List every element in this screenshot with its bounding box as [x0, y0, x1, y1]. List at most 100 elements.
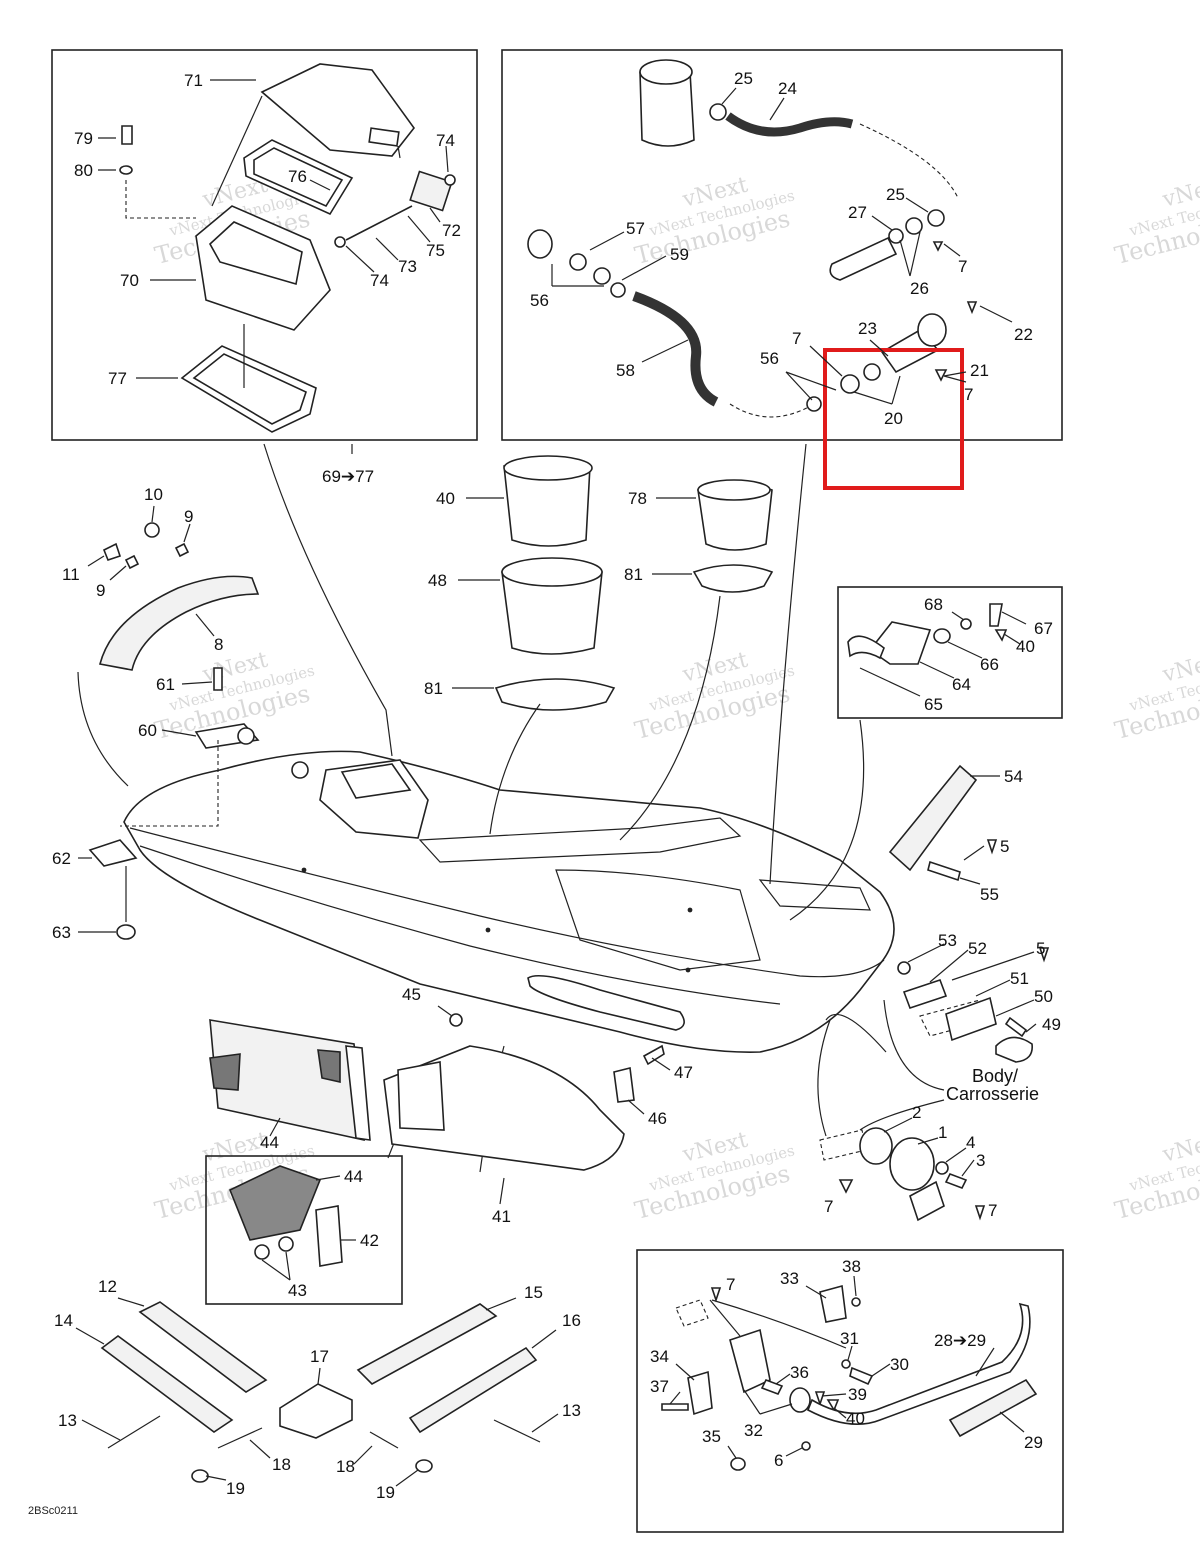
tow-bar-group: [661, 1275, 1038, 1471]
body-note-line2: Carrosserie: [946, 1084, 1039, 1104]
callout-7d: 7: [824, 1197, 833, 1216]
rivet-18b: [369, 1431, 399, 1449]
callout-58: 58: [616, 361, 635, 380]
screw-47: [642, 1044, 665, 1066]
cup-40-rim: [503, 455, 593, 481]
sealant-drop: [974, 1205, 986, 1221]
mount-point: [687, 907, 693, 913]
nut-35: [730, 1457, 746, 1471]
callout-4: 4: [966, 1133, 975, 1152]
screw-55: [927, 860, 961, 882]
callout-5: 5: [1000, 837, 1009, 856]
callout-23: 23: [858, 319, 877, 338]
screw-9a: [174, 542, 190, 558]
gasket-81b: [692, 564, 774, 593]
callout-32: 32: [744, 1421, 763, 1440]
callout-60: 60: [138, 721, 157, 740]
bin-opening: [208, 221, 303, 286]
callout-10: 10: [144, 485, 163, 504]
bracket-42-group: [228, 1165, 356, 1281]
callout-1: 1: [938, 1123, 947, 1142]
clamp-59: [610, 282, 626, 298]
drain-cap: [909, 1180, 945, 1222]
callout-33: 33: [780, 1269, 799, 1288]
cap-19a: [191, 1469, 209, 1483]
sealant-drop: [934, 369, 948, 382]
nut-26: [905, 217, 923, 235]
u-bolt-49: [995, 1036, 1033, 1063]
clip-53: [897, 961, 911, 975]
leaders-inset-2: [551, 87, 1013, 405]
callout-62: 62: [52, 849, 71, 868]
callout-9: 9: [184, 507, 193, 526]
plate-62: [88, 839, 138, 867]
clip-60: [237, 727, 255, 745]
callout-74b: 74: [370, 271, 389, 290]
washer-20: [863, 363, 881, 381]
plate-64: [868, 621, 932, 665]
hull-outline: [123, 750, 895, 1053]
dashed-guide: [125, 180, 196, 219]
bushing-32: [789, 1387, 811, 1413]
screw-3: [944, 1172, 968, 1190]
callout-25b: 25: [886, 185, 905, 204]
callout-7e: 7: [988, 1201, 997, 1220]
callout-61: 61: [156, 675, 175, 694]
rail-14: [100, 1335, 234, 1433]
rivet-18a: [217, 1427, 263, 1449]
panel-41-flange: [397, 1061, 445, 1131]
body-note-line1: Body/: [972, 1066, 1018, 1086]
callout-50: 50: [1034, 987, 1053, 1006]
callout-65: 65: [924, 695, 943, 714]
callout-80: 80: [74, 161, 93, 180]
rail-12: [138, 1301, 268, 1393]
clamp-25: [709, 103, 727, 121]
panel-41: [383, 1045, 625, 1171]
callout-19b: 19: [376, 1483, 395, 1502]
callout-12: 12: [98, 1277, 117, 1296]
screw-39: [814, 1391, 826, 1407]
callout-43: 43: [288, 1281, 307, 1300]
screw-67: [989, 603, 1003, 627]
callout-49: 49: [1042, 1015, 1061, 1034]
callout-42: 42: [360, 1231, 379, 1250]
callout-16: 16: [562, 1311, 581, 1330]
callout-29: 29: [1024, 1433, 1043, 1452]
plate-33: [819, 1284, 847, 1323]
bolt-49: [1004, 1016, 1028, 1038]
callout-45: 45: [402, 985, 421, 1004]
bushing-66: [933, 628, 951, 644]
callout-66: 66: [980, 655, 999, 674]
clip-45: [449, 1013, 463, 1027]
cover-latch: [368, 127, 400, 147]
callout-39: 39: [848, 1385, 867, 1404]
nut-40: [826, 1399, 840, 1412]
gasket-2: [859, 1127, 893, 1165]
callout-7c: 7: [964, 385, 973, 404]
callout-81: 81: [624, 565, 643, 584]
callout-69-77: 69➔77: [322, 467, 374, 486]
screw-38: [851, 1297, 861, 1307]
callout-labels: 71 79 80 74 76 72 75 73 74 70 77 69➔77 2…: [28, 69, 1061, 1517]
callout-56b: 56: [760, 349, 779, 368]
callout-3: 3: [976, 1151, 985, 1170]
callout-78: 78: [628, 489, 647, 508]
callout-48: 48: [428, 571, 447, 590]
seat-top: [340, 763, 412, 799]
screw-43a: [254, 1244, 270, 1260]
washer-6: [801, 1441, 811, 1451]
highlight-box: [823, 348, 964, 490]
callout-13b: 13: [562, 1401, 581, 1420]
callout-13: 13: [58, 1411, 77, 1430]
callout-59: 59: [670, 245, 689, 264]
callout-68: 68: [924, 595, 943, 614]
hull-rail: [139, 845, 781, 1005]
washer-4: [935, 1161, 949, 1175]
callout-46: 46: [648, 1109, 667, 1128]
mesh-vent: [209, 1053, 241, 1091]
callout-54: 54: [1004, 767, 1023, 786]
bracket-42: [315, 1205, 343, 1267]
leaders-inset-1: [98, 79, 449, 379]
callout-76: 76: [288, 167, 307, 186]
dashed-route: [859, 123, 959, 199]
